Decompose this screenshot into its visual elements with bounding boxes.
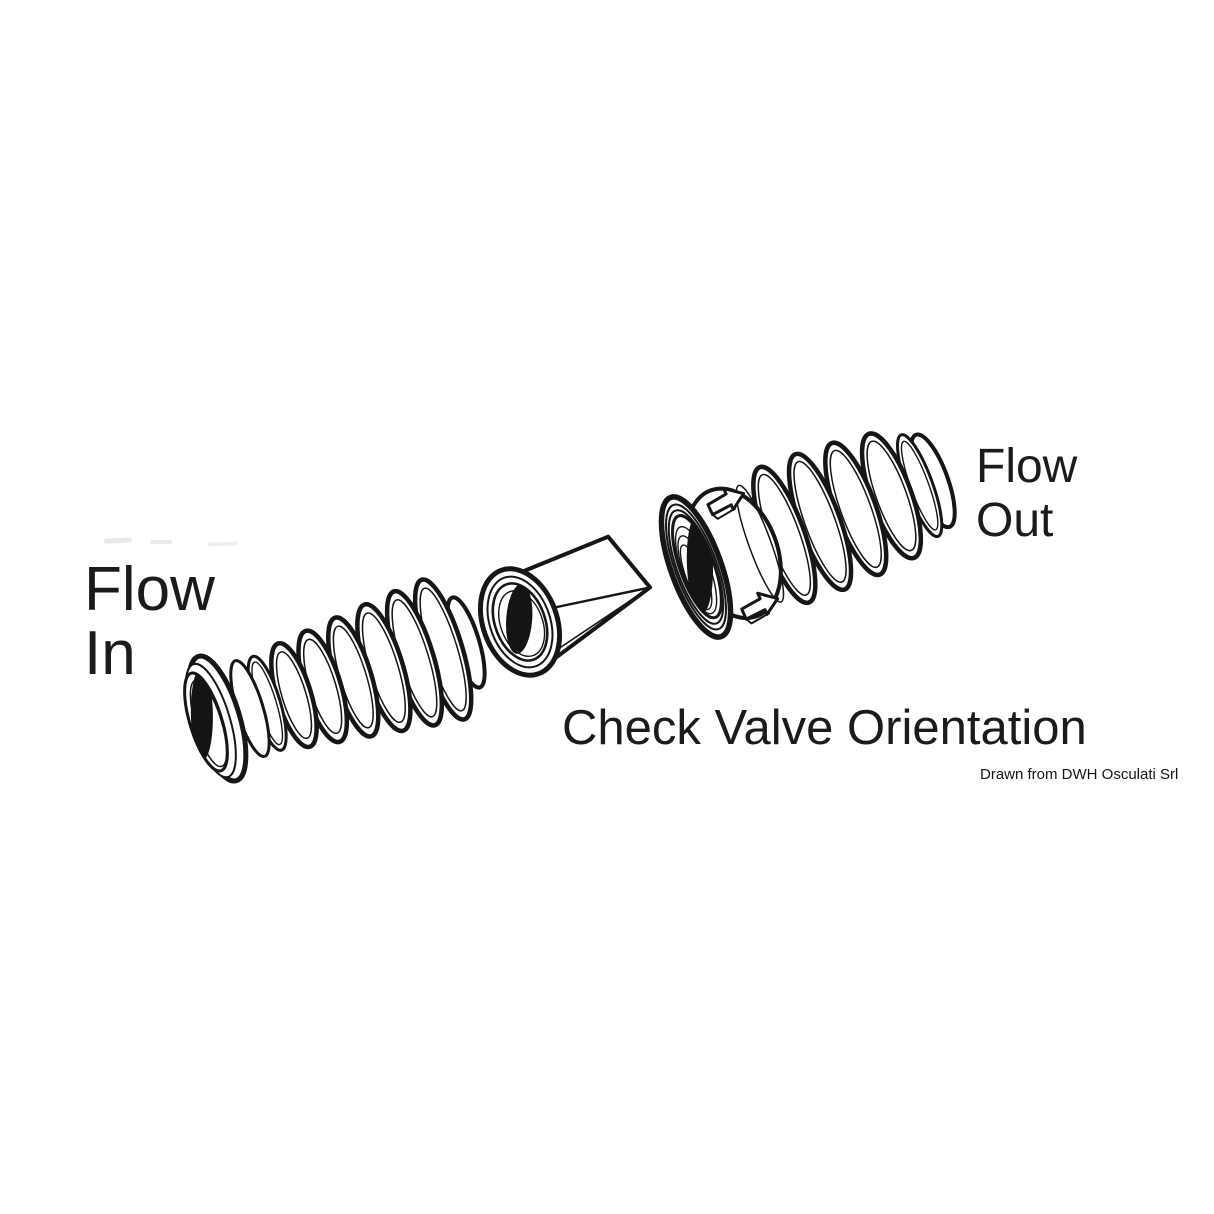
outlet-hose-adapter [658,431,957,640]
flow-in-line2: In [84,618,136,688]
inlet-hose-adapter [183,577,487,784]
flow-direction-arrow-top [706,487,746,520]
scan-artifact [104,537,238,547]
flow-out-label: Flow Out [976,440,1077,548]
duckbill-check-valve [477,534,653,678]
flow-in-line1: Flow [84,555,215,624]
diagram-caption: Check Valve Orientation [562,701,1087,755]
inlet-bore-shadow [189,668,228,768]
credit-line: Drawn from DWH Osculati Srl [980,766,1179,783]
flow-out-line1: Flow [976,440,1078,493]
flow-out-line2: Out [976,493,1054,547]
flow-in-label: Flow In [84,558,215,686]
flow-direction-arrow-bottom [740,591,780,625]
valve-bore-shadow [498,584,546,657]
